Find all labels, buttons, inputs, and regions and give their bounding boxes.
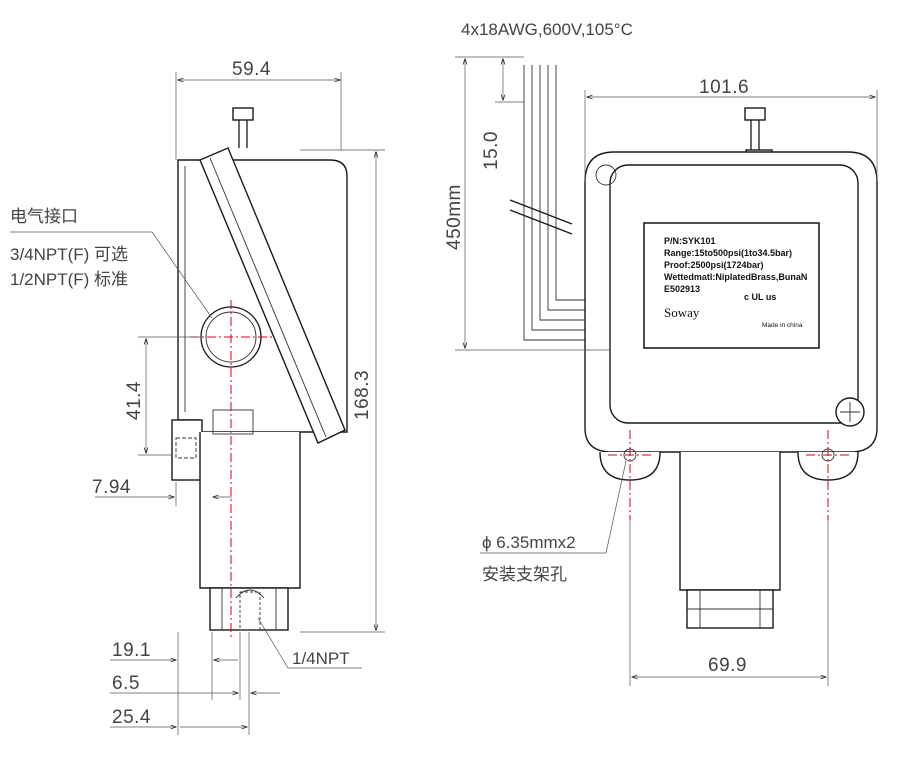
nameplate-ul-mark: c UL us xyxy=(744,292,776,302)
side-view: 59.4 168.3 41.4 7.94 19.1 6.5 25.4 xyxy=(10,59,385,735)
dim-lead-length: 450mm xyxy=(444,184,465,250)
dim-side-width: 59.4 xyxy=(232,59,271,80)
conduit-option-standard: 1/2NPT(F) 标准 xyxy=(10,270,128,289)
nameplate xyxy=(643,222,820,349)
nameplate-range: Range:15to500psi(1to34.5bar) xyxy=(664,248,792,258)
port-label: 1/4NPT xyxy=(292,649,350,668)
nameplate-brand: Soway xyxy=(664,305,700,320)
dim-wall: 7.94 xyxy=(92,477,131,498)
dim-port-25-4: 25.4 xyxy=(112,707,151,728)
conduit-option-optional: 3/4NPT(F) 可选 xyxy=(10,245,128,264)
nameplate-wetted: Wettedmatl:NiplatedBrass,BunaN xyxy=(664,272,807,282)
nameplate-cert: E502913 xyxy=(664,284,700,294)
front-view: P/N:SYK101 Range:15to500psi(1to34.5bar) … xyxy=(444,56,878,686)
nameplate-proof: Proof:2500psi(1724bar) xyxy=(664,260,764,270)
dim-side-height: 168.3 xyxy=(352,370,373,420)
hole-desc: 安装支架孔 xyxy=(482,565,567,584)
dim-port-6-5: 6.5 xyxy=(112,673,140,694)
conduit-label: 电气接口 xyxy=(10,207,78,226)
dim-port-19-1: 19.1 xyxy=(112,640,151,661)
dim-conduit-offset: 41.4 xyxy=(124,381,145,420)
dim-front-width: 101.6 xyxy=(699,77,749,98)
wire-spec-label: 4x18AWG,600V,105°C xyxy=(461,20,633,39)
nameplate-pn: P/N:SYK101 xyxy=(664,236,716,246)
nameplate-origin: Made in china xyxy=(762,322,803,329)
hole-label: ϕ 6.35mmx2 xyxy=(482,533,576,552)
dim-mount-spacing: 69.9 xyxy=(708,655,747,676)
dim-strip-length: 15.0 xyxy=(481,131,502,170)
